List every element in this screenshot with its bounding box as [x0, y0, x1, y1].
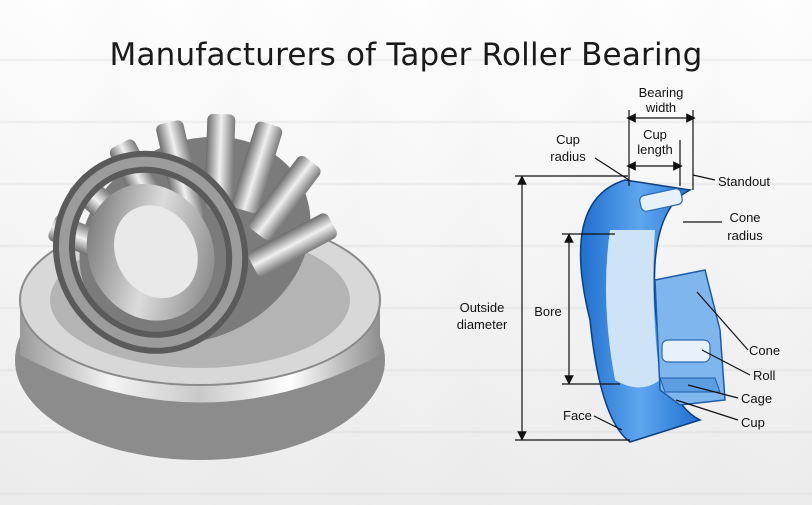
label-cage: Cage: [741, 391, 772, 406]
label-cup-length-2: length: [637, 142, 672, 157]
label-outside-diameter-1: Outside: [460, 300, 505, 315]
standout-leader: [692, 174, 716, 181]
label-roll: Roll: [753, 368, 776, 383]
label-cup-radius-2: radius: [550, 149, 586, 164]
label-cup-length-1: Cup: [643, 127, 667, 142]
bearing-photo: [15, 113, 385, 460]
label-standout: Standout: [718, 174, 770, 189]
label-bearing-width-2: width: [645, 100, 676, 115]
label-cup: Cup: [741, 415, 765, 430]
bore-highlight: [114, 205, 198, 299]
label-bearing-width-1: Bearing: [639, 85, 684, 100]
label-cone-radius-2: radius: [727, 228, 763, 243]
roll-section: [661, 339, 711, 363]
label-outside-diameter-2: diameter: [457, 317, 508, 332]
page-title: Manufacturers of Taper Roller Bearing: [109, 36, 703, 73]
dimension-lines: [515, 110, 751, 441]
face-leader: [593, 415, 623, 431]
cage-leader: [687, 384, 739, 399]
roll-leader: [701, 349, 751, 376]
cup-leader: [675, 399, 739, 421]
bore-face: [606, 230, 660, 388]
label-cup-radius-1: Cup: [556, 132, 580, 147]
cone-leader: [696, 291, 749, 351]
label-bore: Bore: [534, 304, 561, 319]
label-face: Face: [563, 408, 592, 423]
cage-ring-highlight: [58, 156, 243, 348]
roll-top: [639, 188, 683, 212]
cross-section: [579, 179, 726, 443]
cup-radius-leader: [594, 157, 630, 181]
label-cone-radius-1: Cone: [729, 210, 760, 225]
label-cone: Cone: [749, 343, 780, 358]
